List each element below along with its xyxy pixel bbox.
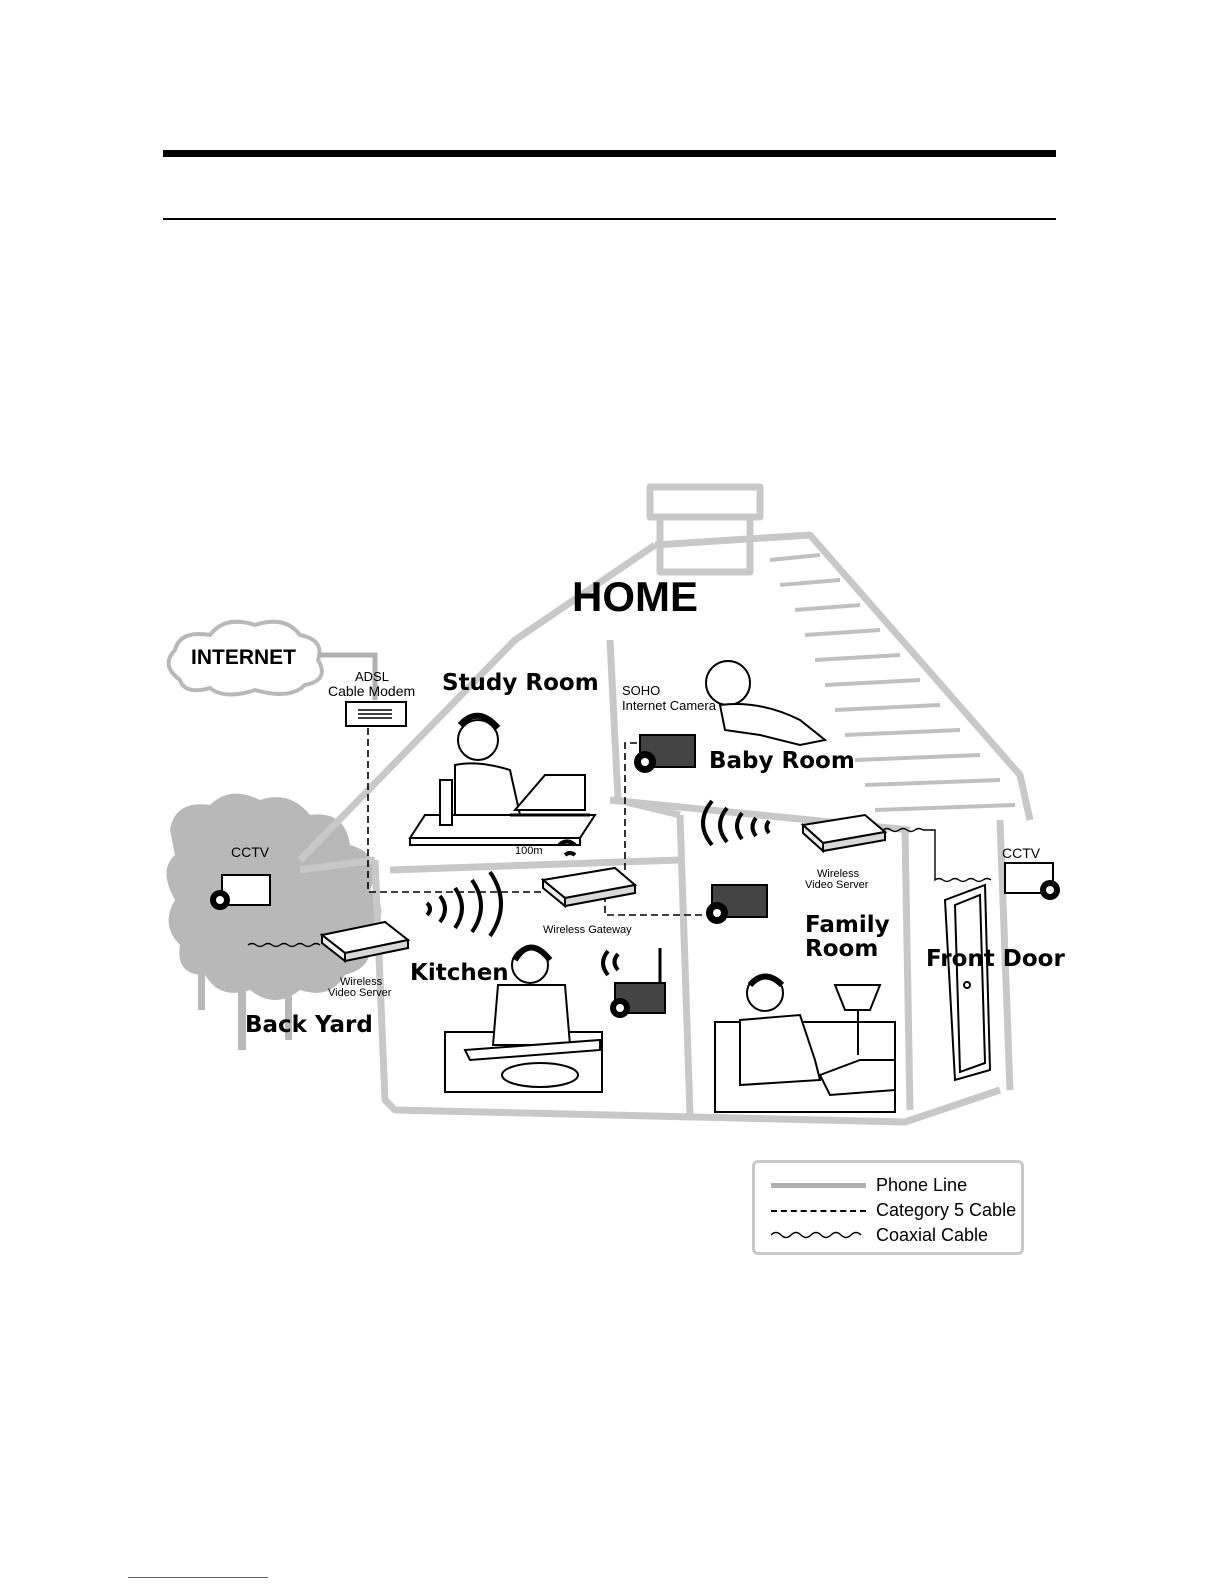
diagram-title: HOME [572,576,698,618]
family-room-illustration [715,975,895,1112]
room-label-study: Study Room [442,672,599,695]
internet-camera-family-room-icon [706,885,767,924]
room-label-family-line1: Family [805,914,890,937]
soho-label-line2: Internet Camera [622,699,716,712]
room-label-family-line2: Room [805,938,878,961]
gateway-label: Wireless Gateway [543,925,632,936]
wireless-camera-kitchen-icon [610,948,665,1018]
legend-label: Phone Line [876,1175,967,1196]
cctv-label-left: CCTV [231,845,269,859]
cctv-label-right: CCTV [1002,846,1040,860]
study-room-illustration [410,716,595,845]
internet-label: INTERNET [191,647,296,668]
distance-label: 100m [515,846,543,857]
video-server-left-label-line2: Video Server [328,988,391,999]
legend-symbol-wavy [771,1229,866,1241]
baby-illustration [706,661,825,745]
legend-symbol-solid [771,1183,866,1188]
video-server-right-label-line2: Video Server [805,880,868,891]
wireless-gateway-icon [543,868,635,906]
modem-label-line2: Cable Modem [328,684,415,698]
modem-icon [346,702,406,726]
soho-label-line1: SOHO [622,684,660,697]
room-label-kitchen: Kitchen [410,962,509,985]
cctv-camera-right-icon [1005,863,1060,900]
footer-rule [128,1577,268,1578]
cable-legend: Phone Line Category 5 Cable Coaxial Cabl… [752,1160,1024,1255]
legend-label: Category 5 Cable [876,1200,1016,1221]
room-label-back-yard: Back Yard [245,1014,373,1037]
legend-symbol-dashed [771,1210,866,1212]
modem-label-line1: ADSL [355,670,389,683]
room-label-baby: Baby Room [709,750,855,773]
internet-camera-baby-room-icon [634,735,695,773]
legend-label: Coaxial Cable [876,1225,988,1246]
front-door-illustration [945,885,990,1080]
room-label-front-door: Front Door [926,948,1065,971]
